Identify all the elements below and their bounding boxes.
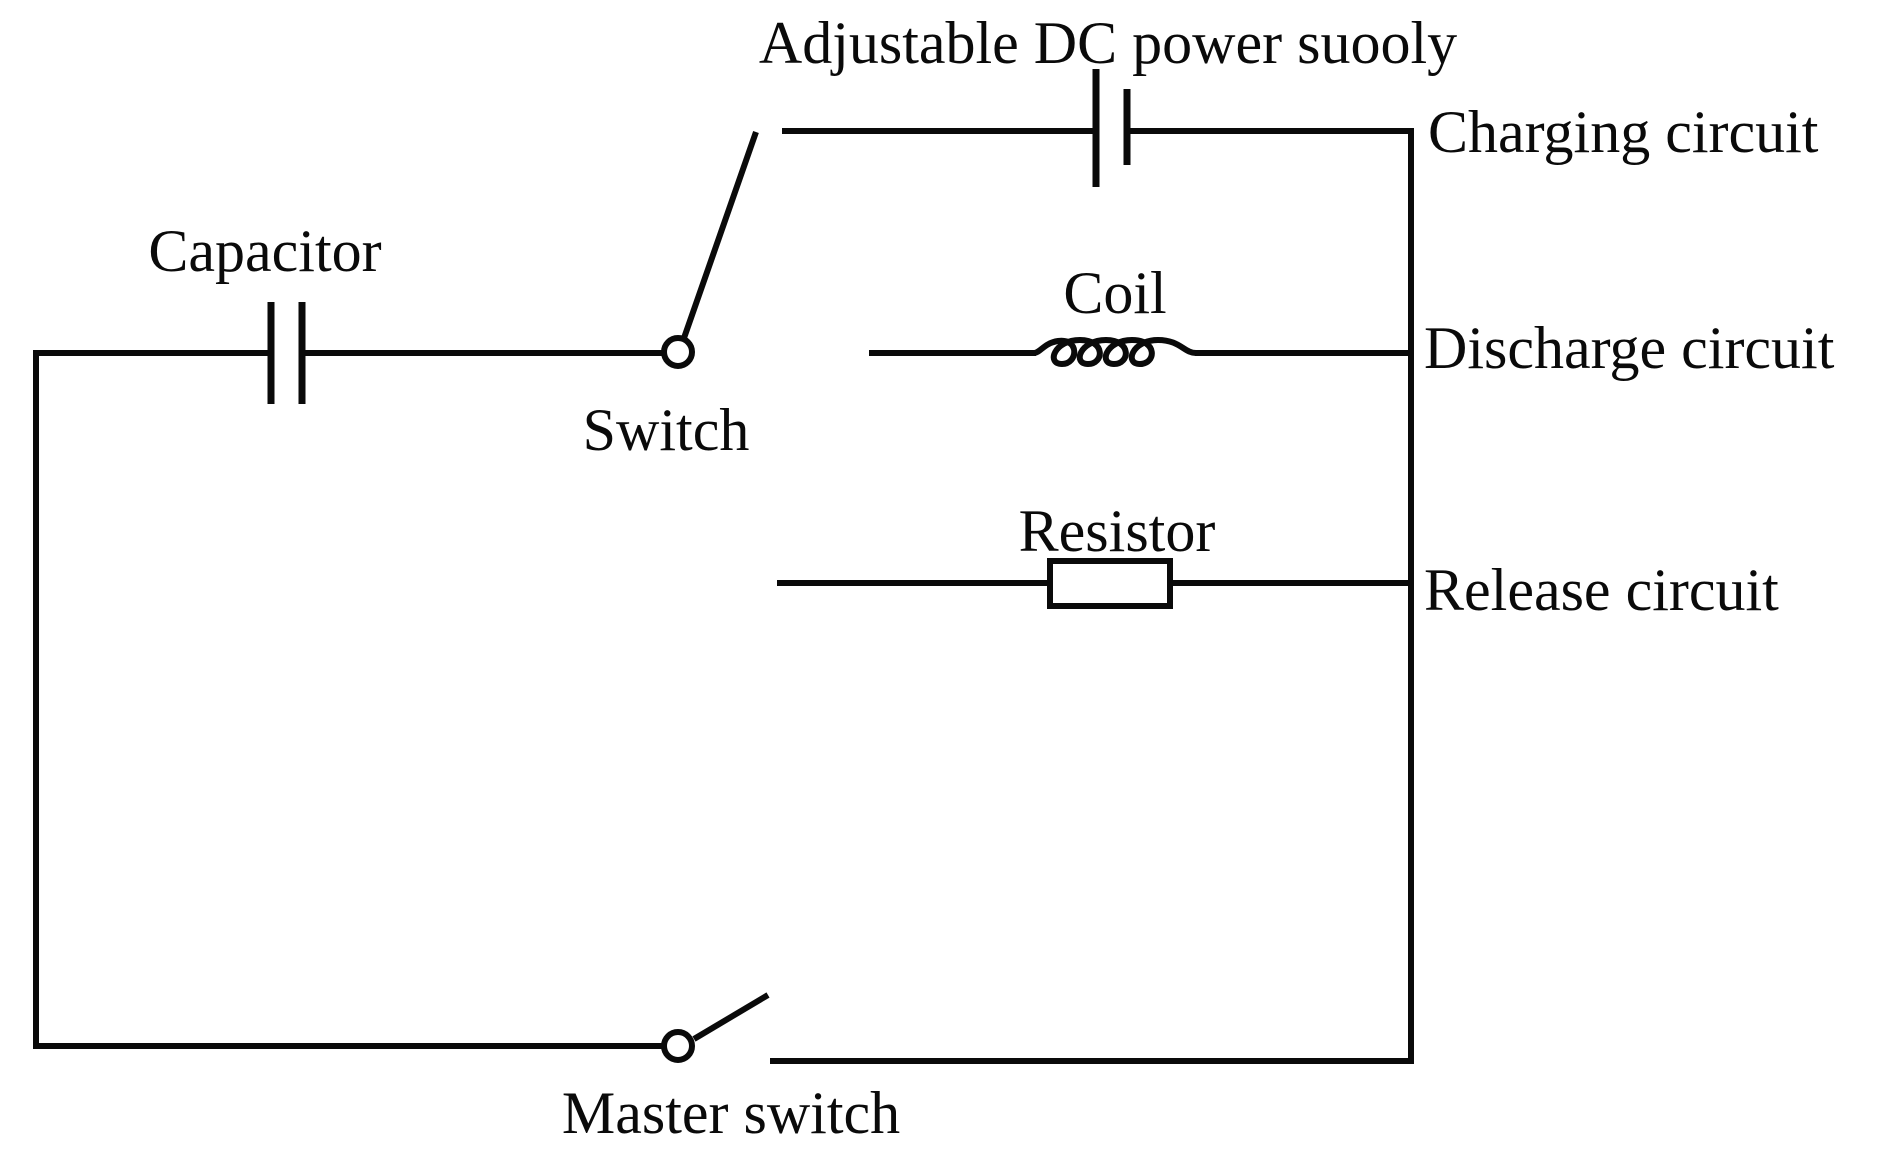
resistor-symbol	[1047, 558, 1173, 609]
switch-label: Switch	[583, 397, 750, 463]
wire-right-bus	[770, 128, 1414, 1064]
resistor-label: Resistor	[1019, 498, 1216, 564]
charging-circuit-label: Charging circuit	[1428, 99, 1819, 165]
wire-left-loop	[33, 350, 663, 1049]
power-supply-label: Adjustable DC power suooly	[759, 10, 1457, 76]
release-circuit-label: Release circuit	[1424, 557, 1779, 623]
master-switch-symbol	[661, 992, 770, 1063]
capacitor-label: Capacitor	[148, 218, 381, 284]
coil-label: Coil	[1063, 260, 1166, 326]
dc-power-supply-symbol	[1092, 69, 1131, 187]
selector-switch-symbol	[661, 131, 759, 369]
coil-symbol	[1031, 336, 1199, 368]
capacitor-symbol	[267, 302, 306, 404]
master-switch-label: Master switch	[562, 1080, 900, 1146]
discharge-circuit-label: Discharge circuit	[1424, 315, 1835, 381]
